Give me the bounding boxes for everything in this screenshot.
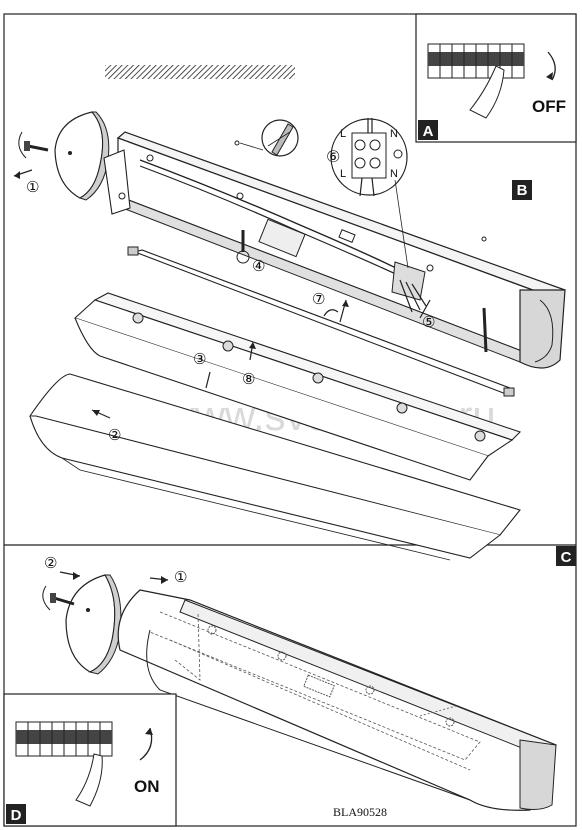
arrow-icon (205, 371, 211, 389)
screw-icon (18, 131, 49, 159)
panel-a-code: A (423, 123, 434, 140)
luminaire-housing (103, 131, 566, 369)
diffuser-cover (28, 373, 521, 561)
end-cap-left (65, 574, 122, 675)
step-4-label: ④ (252, 257, 265, 275)
panel-a-power-off: OFF A (415, 13, 577, 143)
switch-arrow-icon (547, 51, 556, 81)
hand-icon (75, 753, 103, 807)
reflector-tray (73, 292, 522, 481)
screw-icon (236, 230, 250, 264)
circuit-breaker-panel (427, 43, 525, 79)
rotate-arrow-icon (323, 309, 339, 317)
power-on-label: ON (134, 777, 160, 796)
arrowhead-icon (145, 728, 153, 735)
step-2-label: ② (108, 426, 121, 444)
step-8-label: ⑧ (242, 370, 255, 388)
panel-b-code: B (517, 182, 528, 199)
panel-d-power-on: ON D (3, 693, 177, 827)
hand-icon (469, 65, 505, 119)
screw-icon (42, 585, 75, 611)
terminal-label-n-top: N (390, 128, 398, 140)
document-reference: BLA90528 (333, 805, 387, 819)
terminal-block-callout (330, 118, 409, 269)
step-5-label: ⑤ (422, 313, 435, 331)
arrowhead-icon (14, 171, 20, 179)
arrowhead-icon (73, 572, 80, 580)
assembled-luminaire (117, 589, 557, 811)
wall-plug-callout (234, 119, 299, 157)
step-c1-label: ① (174, 568, 187, 586)
section-c-closing: C ② ① (42, 546, 576, 811)
section-b-installation: ① (13, 65, 566, 561)
arrowhead-icon (92, 410, 100, 416)
step-1-label: ① (26, 178, 39, 196)
plug-hole (481, 236, 487, 242)
step-6-label: ⑥ (326, 147, 340, 166)
ceiling-hatch (105, 65, 295, 79)
panel-c-badge (556, 546, 576, 566)
fluorescent-tube (127, 246, 515, 397)
step-c2-label: ② (44, 554, 57, 572)
page-frame (3, 13, 577, 827)
end-cap-left (54, 111, 110, 201)
arrowhead-icon (546, 72, 553, 80)
arrowhead-icon (249, 342, 256, 349)
panel-c-code: C (561, 549, 572, 566)
power-off-label: OFF (532, 97, 566, 116)
terminal-label-n-bottom: N (390, 168, 398, 180)
terminal-label-l-bottom: L (340, 168, 346, 180)
arrowhead-icon (161, 576, 168, 584)
step-7-label: ⑦ (312, 290, 325, 308)
arrowhead-icon (342, 300, 349, 307)
panel-d-code: D (11, 807, 22, 824)
step-3-label: ③ (193, 350, 206, 368)
terminal-label-l-top: L (340, 128, 346, 140)
circuit-breaker-panel (15, 721, 113, 757)
panel-b-badge (512, 180, 532, 200)
screw-icon (482, 307, 488, 353)
arrow-icon (419, 299, 431, 319)
panel-a-badge (418, 120, 438, 140)
panel-d-badge (6, 804, 26, 824)
